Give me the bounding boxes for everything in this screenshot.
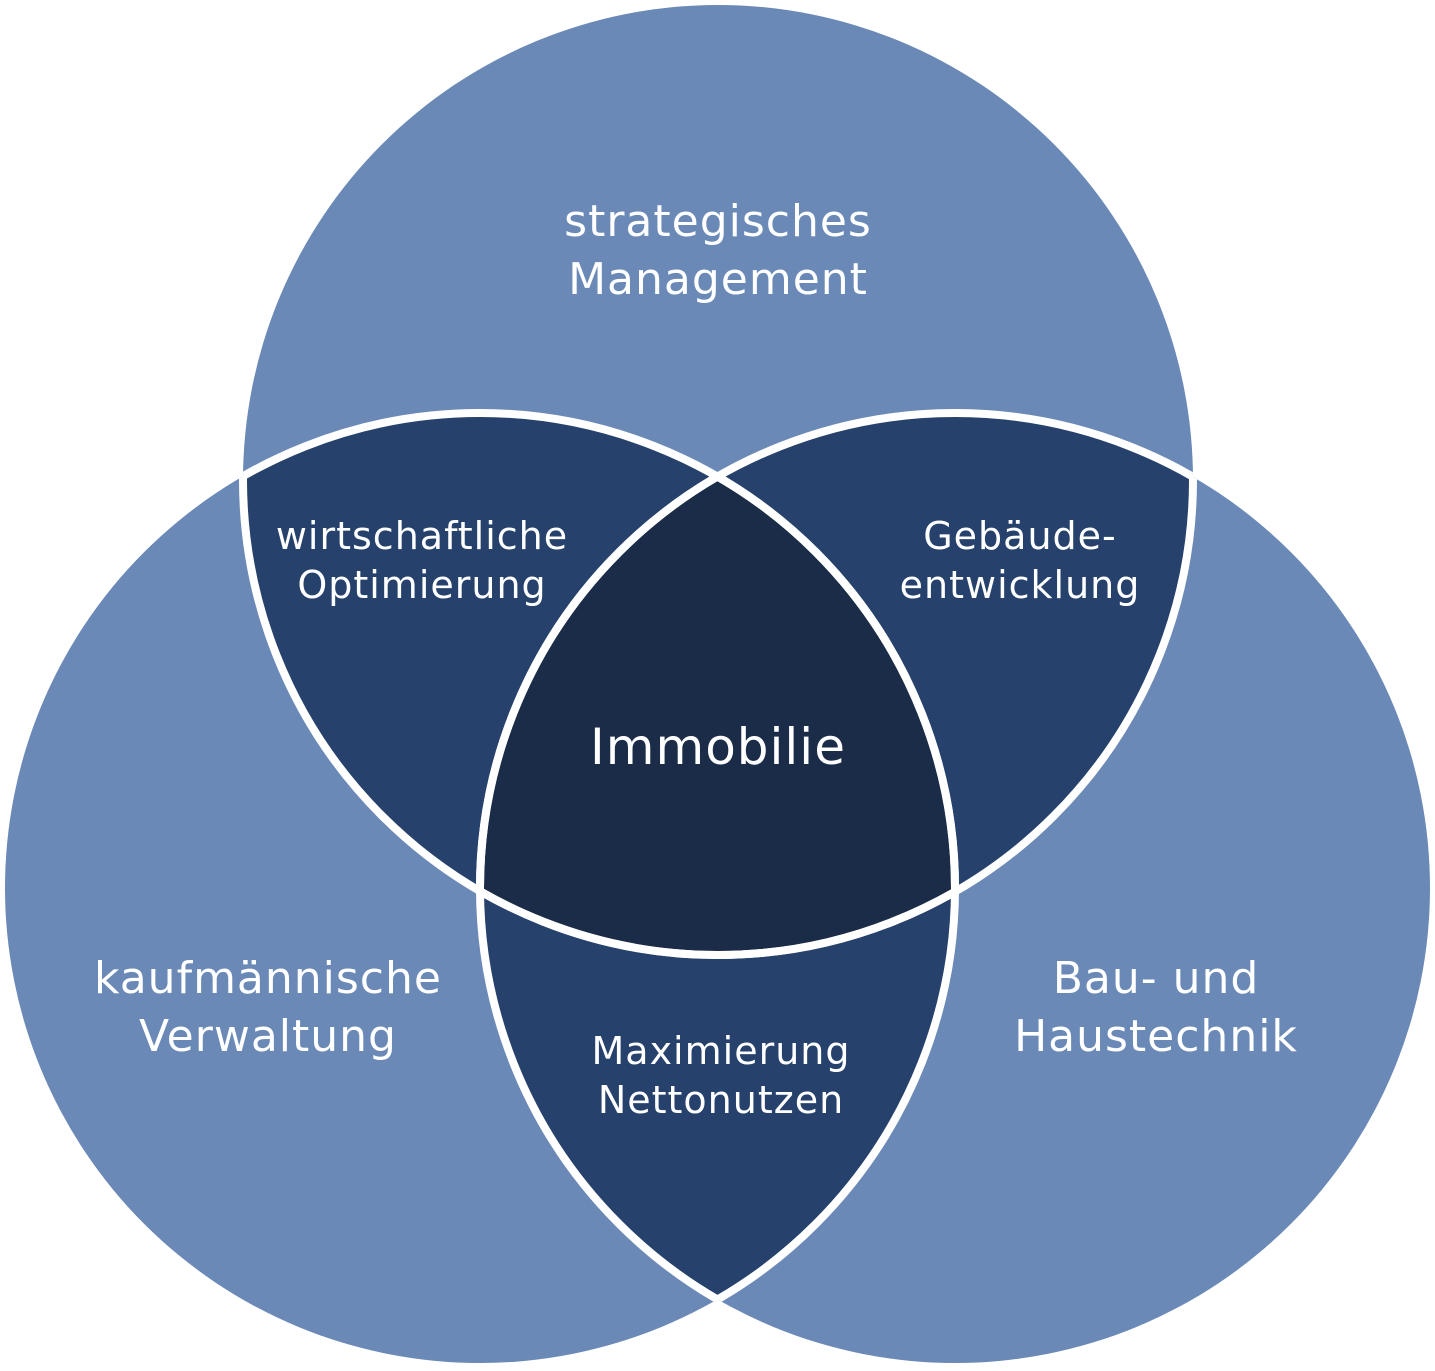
label-bottom-line1: Maximierung <box>592 1029 851 1073</box>
label-bottom-line2: Nettonutzen <box>598 1078 844 1122</box>
label-top-right-line2: entwicklung <box>900 563 1141 607</box>
label-right-line1: Bau- und <box>1053 953 1260 1004</box>
label-top-right-line1: Gebäude- <box>923 514 1117 558</box>
label-left-line1: kaufmännische <box>94 953 442 1004</box>
label-top-left-line1: wirtschaftliche <box>276 514 568 558</box>
label-center: Immobilie <box>590 718 846 776</box>
label-top-line1: strategisches <box>564 196 872 247</box>
label-top-line2: Management <box>568 254 868 305</box>
region-center <box>480 413 955 955</box>
label-left-line2: Verwaltung <box>139 1011 397 1062</box>
outline-left-in-right <box>480 413 959 1363</box>
outline-top-in-right <box>480 413 1197 959</box>
label-right-line2: Haustechnik <box>1014 1011 1298 1062</box>
label-top-left-line2: Optimierung <box>297 563 546 607</box>
